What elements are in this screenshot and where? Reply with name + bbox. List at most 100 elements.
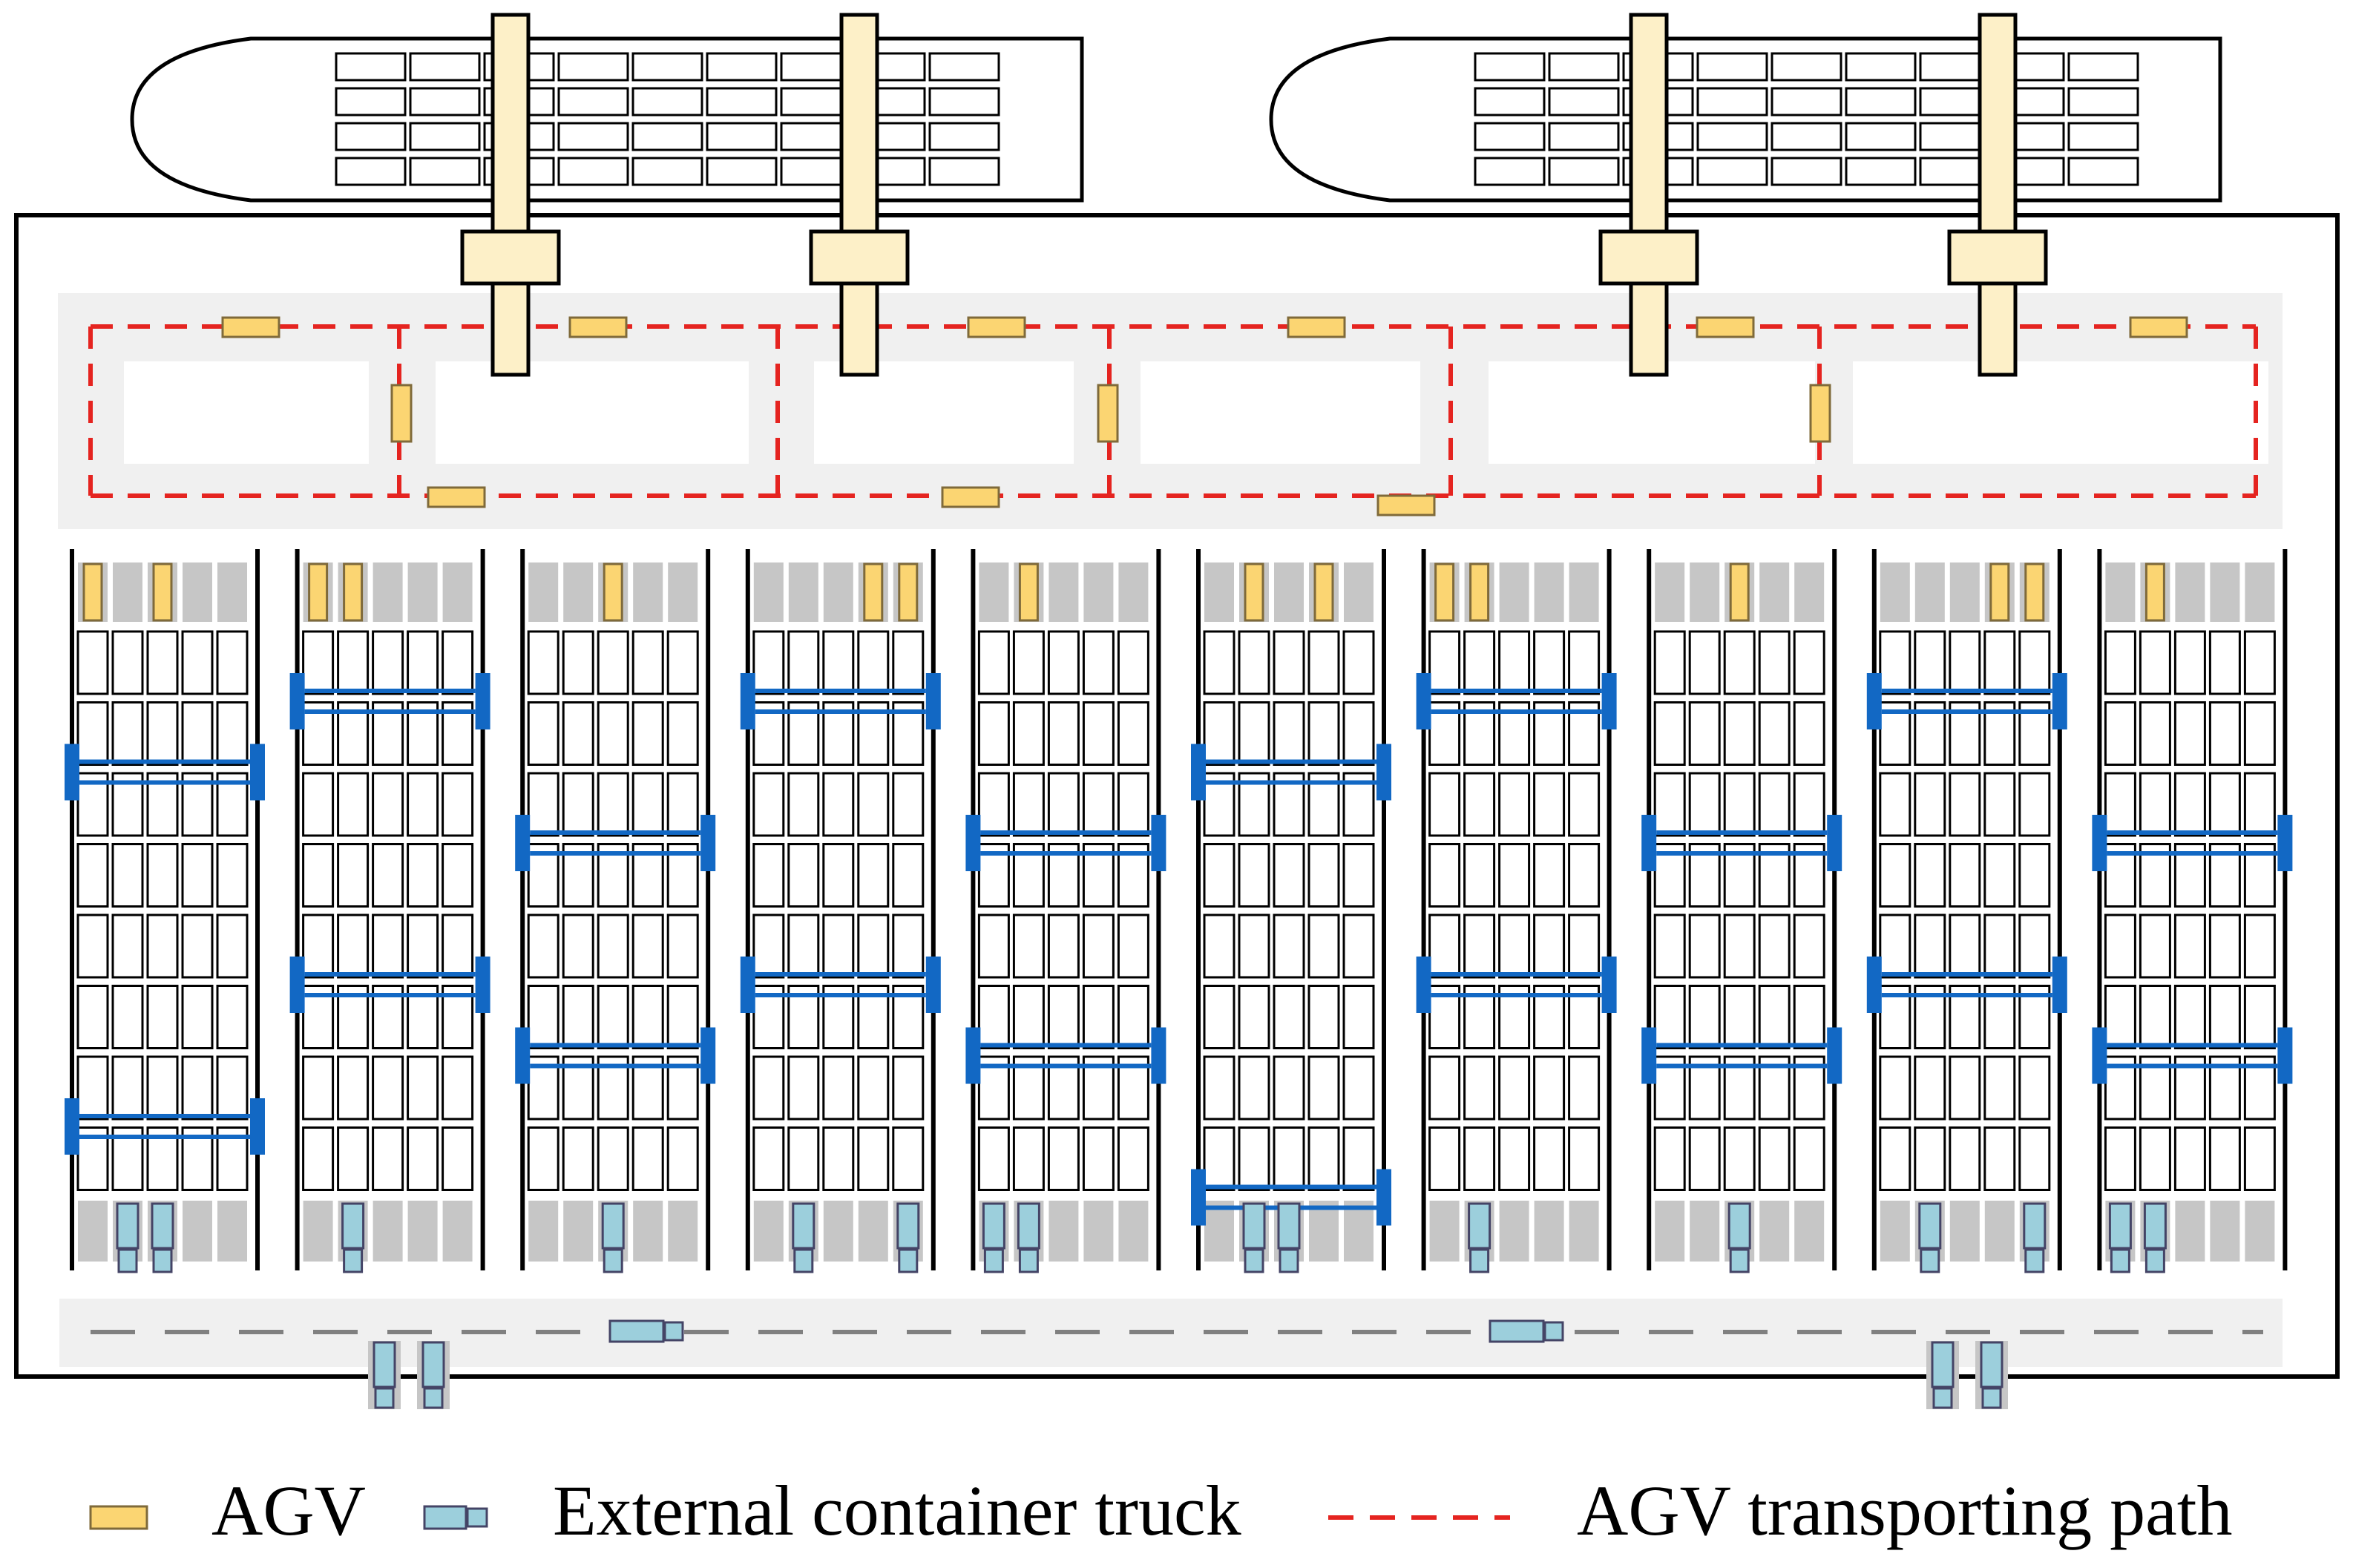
container-stack [2208,630,2241,695]
quay-crane-boom [1978,13,2018,377]
container-stack [76,1055,109,1121]
transfer-slot-landside [1949,1201,1980,1262]
legend-icons [89,1505,1510,1530]
container-stack [146,843,179,908]
transfer-slot-waterside [1914,562,1945,622]
container-stack [2173,1126,2206,1191]
container-stack [2018,843,2051,908]
container-stack [1949,1126,1981,1191]
container-stack [1688,772,1721,837]
legend-truck-label: External container truck [553,1471,1241,1550]
container-stack [407,1055,439,1121]
container-stack [111,630,144,695]
container-stack [337,913,370,979]
truck-trailer [1980,1341,2004,1388]
truck-cab [2144,1248,2165,1273]
truck-trailer [2143,1202,2167,1250]
container-stack [2173,701,2206,766]
yard-crane-leg [2277,815,2293,871]
buffer-zone [1853,361,2268,464]
container-stack [2139,630,2171,695]
container-stack [181,913,214,979]
transfer-slot-waterside [442,562,473,622]
container-stack [146,630,179,695]
container-stack [1758,985,1791,1049]
container-stack [892,913,925,979]
agv-horizontal [941,486,1000,508]
truck-trailer [1468,1202,1491,1250]
ship-container-slot [1845,87,1917,117]
container-stack [1428,1126,1461,1191]
agv-horizontal [1696,316,1755,338]
container-stack [2208,985,2241,1049]
container-stack [1533,772,1566,837]
container-stack [1273,985,1305,1049]
container-stack [442,630,474,695]
ship-container-slot [928,122,1000,151]
truck-trailer [1727,1202,1751,1250]
container-stack [1307,913,1340,979]
container-stack [631,630,664,695]
ship-container-slot [557,87,629,117]
quay-crane-boom [1629,13,1669,377]
container-stack [1568,913,1601,979]
container-stack [1498,772,1531,837]
buffer-zone [436,361,749,464]
agv-vertical [863,562,884,622]
container-stack [1307,630,1340,695]
ship-container-slot [2067,122,2139,151]
transfer-slot-landside [1083,1201,1114,1262]
container-stack [1342,701,1375,766]
container-stack [892,1126,925,1191]
container-stack [1117,772,1149,837]
container-stack [1793,1126,1825,1191]
ship-container-slot [1474,122,1546,151]
container-stack [857,1126,890,1191]
container-stack [1307,701,1340,766]
container-stack [1793,630,1825,695]
container-stack [1723,772,1756,837]
container-stack [1533,1055,1566,1121]
container-stack [1949,772,1981,837]
yard-crane-leg [2277,1027,2293,1084]
transfer-slot-waterside [1949,562,1980,622]
ship-container-slot [2067,157,2139,186]
transfer-slot-waterside [2210,562,2240,622]
container-stack [597,985,629,1049]
agv-vertical [2144,562,2165,622]
container-stack [1879,630,1911,695]
transfer-slot-landside [1690,1201,1720,1262]
container-stack [527,985,559,1049]
container-stack [2018,630,2051,695]
container-stack [1428,772,1461,837]
container-stack [1082,913,1115,979]
ship-container-slot [928,157,1000,186]
truck-trailer [1277,1202,1301,1250]
container-stack [527,772,559,837]
container-stack [2208,913,2241,979]
ship-container-slot [928,87,1000,117]
agv-vertical [1244,562,1264,622]
container-stack [2139,913,2171,979]
truck-trailer [341,1202,365,1250]
transfer-slot-landside [1499,1201,1529,1262]
ship-container-slot [335,87,407,117]
container-stack [1307,1055,1340,1121]
agvs [82,316,2188,622]
truck-trailer [982,1202,1005,1250]
agv-horizontal [221,316,280,338]
container-stack [1568,843,1601,908]
agv-vertical [1097,384,1119,443]
transfer-slot-waterside [1794,562,1825,622]
container-stack [216,630,249,695]
yard-crane-leg [1827,815,1842,871]
transfer-slot-landside [753,1201,784,1262]
agv-vertical [603,562,623,622]
container-stack [977,701,1010,766]
agv-vertical [152,562,173,622]
container-stack [666,1126,699,1191]
container-stack [597,701,629,766]
container-stack [1498,1055,1531,1121]
container-stack [1203,985,1235,1049]
transfer-slot-waterside [528,562,559,622]
